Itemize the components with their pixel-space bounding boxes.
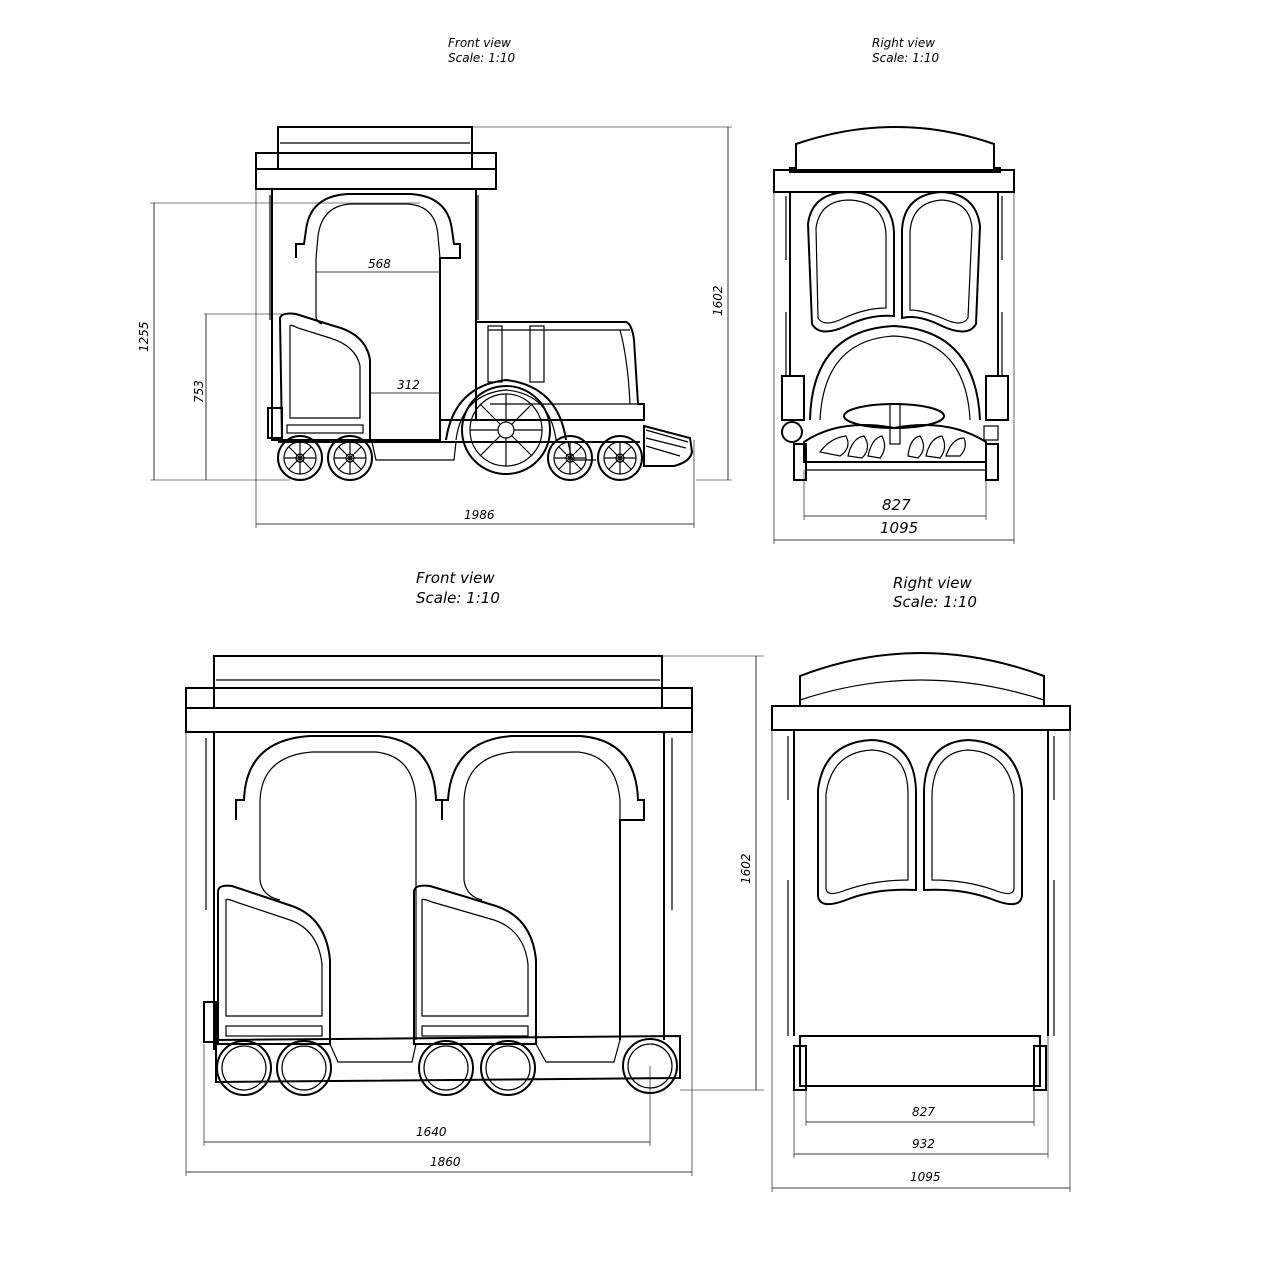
loco-drive-wheel [445, 378, 567, 475]
wagon-side-walls [793, 730, 1049, 1036]
loco-rear-bumper [267, 407, 283, 439]
wagon-arch-left [235, 735, 443, 820]
wagon-side-chassis [799, 1035, 1041, 1087]
dim-753: 753 [192, 380, 206, 403]
right-view-top-scale: Scale: 1:10 [872, 51, 939, 65]
loco-front-dimensions: 568 312 1602 1255 753 1986 [137, 126, 732, 528]
wagon-roof-base [185, 707, 693, 733]
wagon-front-view [185, 655, 693, 1096]
loco-boiler-front [809, 324, 981, 421]
loco-side-cowcatcher [803, 424, 987, 463]
dim-1986: 1986 [464, 508, 495, 522]
loco-side-window-right [901, 190, 982, 333]
dim-1602-wagon: 1602 [739, 853, 753, 884]
dim-1095-loco: 1095 [880, 519, 918, 537]
loco-seat [278, 312, 371, 441]
wagon-side-window-right [923, 738, 1023, 906]
dim-568: 568 [368, 257, 391, 271]
right-view-top-title: Right view [872, 36, 935, 50]
loco-side-window-left [806, 190, 895, 333]
right-view-bottom-title: Right view [893, 574, 973, 592]
locomotive-front-view [255, 126, 694, 481]
loco-cowcatcher [643, 424, 694, 467]
loco-side-roof [789, 126, 1001, 173]
dim-827-wagon: 827 [912, 1105, 935, 1119]
loco-small-wheels [277, 435, 643, 481]
wagon-seat-left [217, 884, 331, 1045]
locomotive-right-view [773, 126, 1015, 481]
dim-827-loco: 827 [882, 496, 911, 514]
loco-roof-base [255, 168, 497, 190]
dim-932: 932 [912, 1137, 935, 1151]
front-view-bottom-scale: Scale: 1:10 [416, 589, 500, 607]
loco-buffer-light [781, 421, 803, 443]
wagon-side-roof-base [771, 705, 1071, 731]
wagon-side-dimensions: 827 932 1095 [771, 730, 1071, 1192]
wagon-roof-eave [185, 687, 693, 709]
loco-boiler [476, 321, 645, 421]
dim-1640: 1640 [416, 1125, 447, 1139]
dim-1255: 1255 [137, 321, 151, 352]
wagon-front-dimensions: 1602 1640 1860 [185, 655, 764, 1176]
loco-side-dimensions: 827 1095 [773, 192, 1015, 544]
front-view-top-scale: Scale: 1:10 [448, 51, 515, 65]
front-view-top-title: Front view [448, 36, 511, 50]
loco-roof-eave [255, 152, 497, 170]
dim-312: 312 [397, 378, 420, 392]
loco-cab-body [271, 189, 477, 441]
wagon-arch-right [441, 735, 645, 1040]
wagon-seat-right [413, 884, 537, 1045]
wagon-wheels [216, 1038, 678, 1096]
wagon-side-window-left [817, 738, 917, 906]
loco-roof-top [277, 126, 473, 170]
dim-1095-wagon: 1095 [910, 1170, 941, 1184]
loco-cab-arch [295, 193, 461, 432]
loco-side-roof-base [773, 169, 1015, 193]
right-view-bottom-scale: Scale: 1:10 [893, 593, 977, 611]
dim-1860: 1860 [430, 1155, 461, 1169]
wagon-roof-top [213, 655, 663, 709]
front-view-bottom-title: Front view [416, 569, 495, 587]
dim-1602-loco: 1602 [711, 285, 725, 316]
wagon-frame [215, 1034, 681, 1084]
wagon-right-view [771, 652, 1071, 1091]
wagon-side-roof [799, 652, 1045, 707]
